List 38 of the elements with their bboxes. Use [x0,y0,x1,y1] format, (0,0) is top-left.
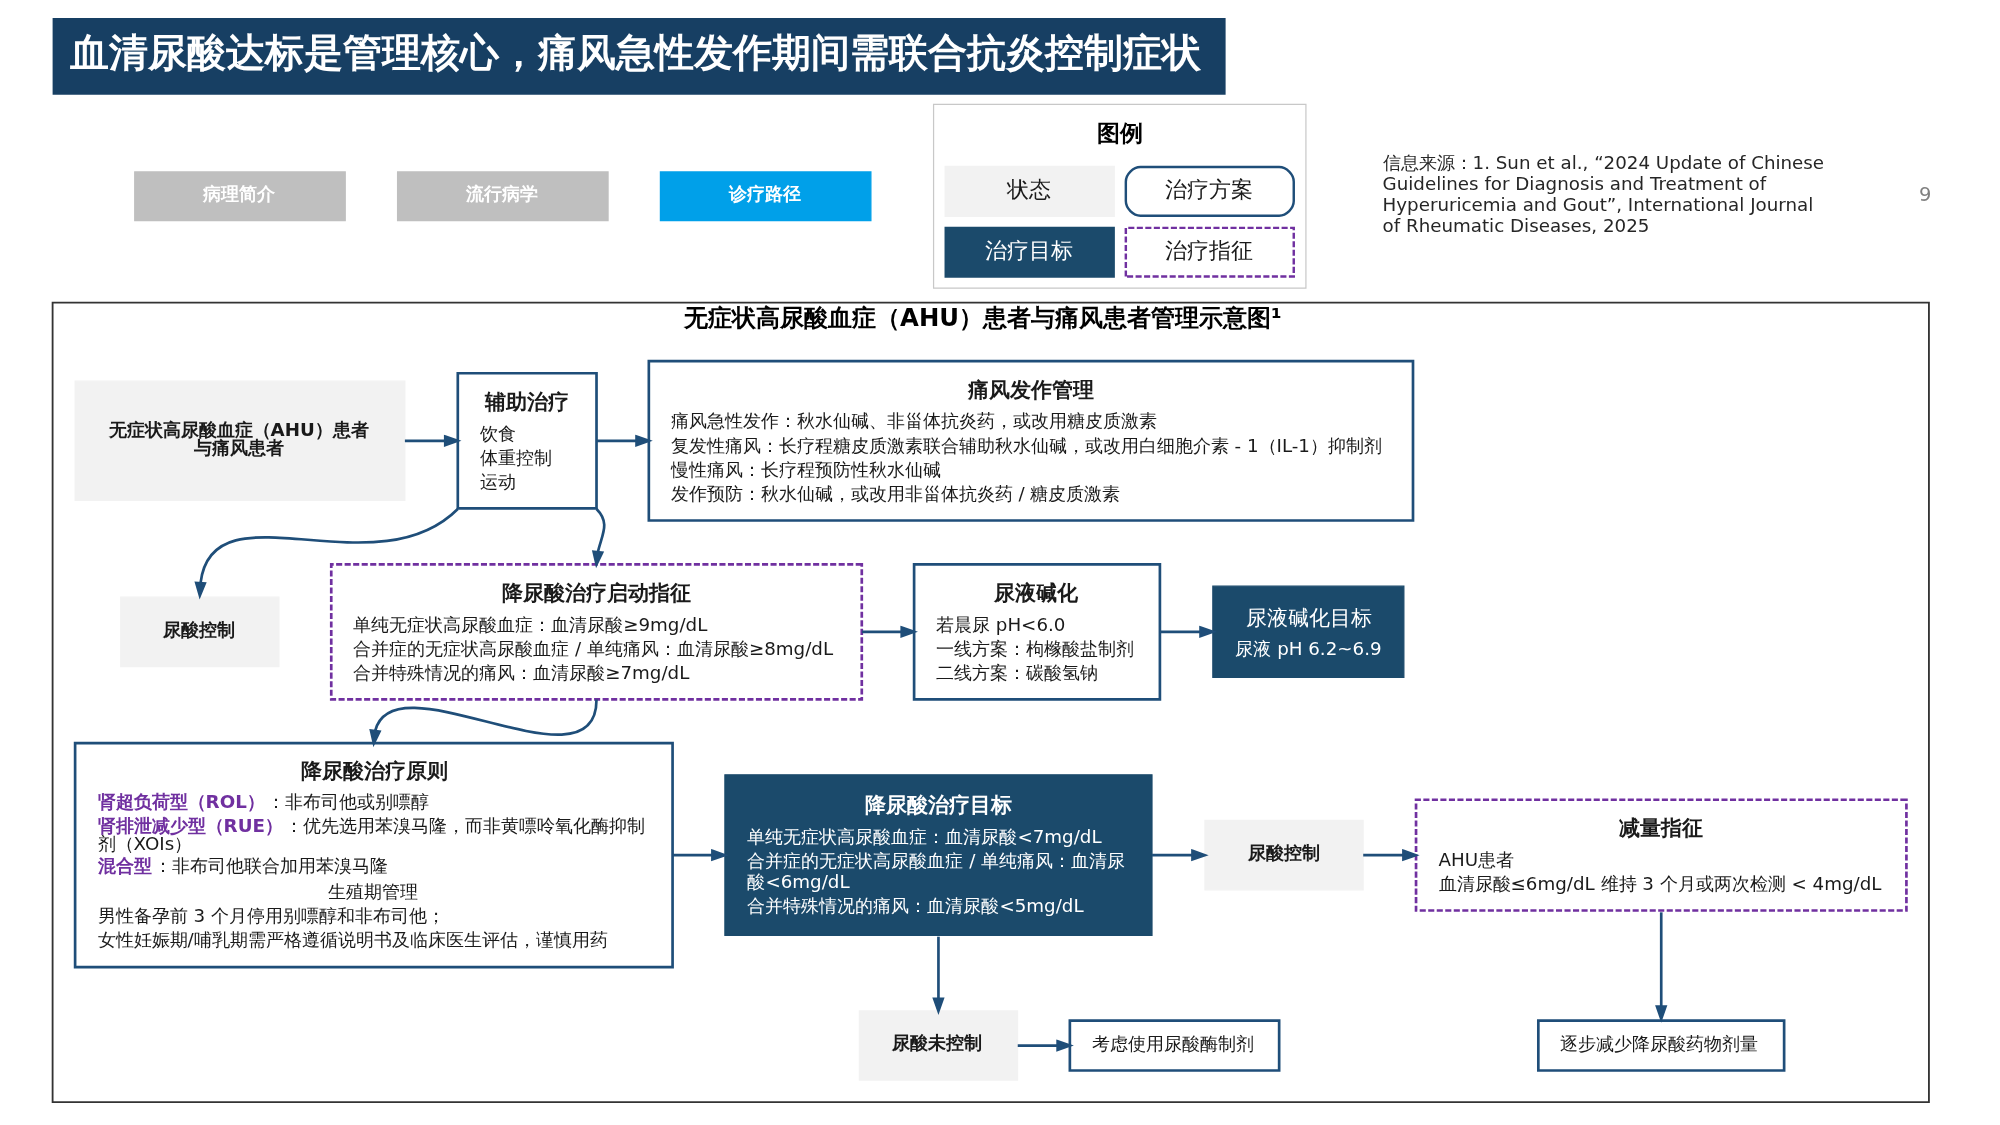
arrow [931,936,945,1015]
label: 9 [1918,182,1931,206]
node-box: 流行病学 [396,171,609,222]
label: 图例 [1096,119,1143,146]
arrow [591,508,605,569]
node-box: 尿酸未控制 [858,1010,1018,1081]
node-box: 尿酸控制 [119,596,280,668]
node-box: 尿液碱化 若晨尿 pH<6.0 一线方案：枸橼酸盐制剂 二线方案：碳酸氢钠 [912,563,1161,701]
node-box: 减量指征 AHU患者 血清尿酸≤6mg/dL 维持 3 个月或两次检测 < 4mg/dL [1414,798,1908,912]
legend-label: 治疗目标 [984,237,1073,263]
legend-label: 治疗方案 [1164,176,1253,202]
node-box: 辅助治疗 饮食 体重控制 运动 [455,371,598,510]
diagram-title: 血清尿酸达标是管理核心，痛风急性发作期间需联合抗炎控制症状 [69,29,1201,75]
arrow [1151,849,1209,862]
node-box: 降尿酸治疗启动指征 单纯无症状高尿酸血症：血清尿酸≥9mg/dL 合并症的无症状高尿酸血症 / 单纯痛风：血清尿酸≥8mg/dL 合并特殊情况的痛风：血清尿酸≥7mg/dL [329,563,863,701]
arrow [404,434,461,447]
label: 信息来源：1. Sun et al., “2024 Update of Chinese Guidelines for Diagnosis and Treatment of Hyperuricemia and Gout”, International Journal of Rheumatic Diseases, 2025 [1382,152,1824,236]
arrow [193,507,459,600]
arrow [672,849,729,862]
node-box: 逐步减少降尿酸药物剂量 [1536,1019,1785,1072]
legend-label: 治疗指征 [1164,237,1253,263]
node-box: 痛风发作管理 痛风急性发作：秋水仙碱、非甾体抗炎药，或改用糖皮质激素 复发性痛风：长疗程糖皮质激素联合辅助秋水仙碱，或改用白细胞介素 - 1（IL-1）抑制剂 慢性痛风：长疗程预防性秋水仙碱 发作预防：秋水仙碱，或改用非甾体抗炎药 / 糖皮质激素 [647,359,1414,522]
node-box: 考虑使用尿酸酶制剂 [1068,1019,1280,1072]
arrow [596,434,653,447]
arrow [1654,912,1667,1023]
node-box: 无症状高尿酸血症（AHU）患者与痛风患者 [74,380,405,502]
node-box: 尿液碱化目标 尿液 pH 6.2~6.9 [1211,585,1404,679]
arrow [1362,849,1420,862]
arrow [1159,625,1217,638]
node-box: 病理简介 [133,171,346,222]
node-box: 尿酸控制 [1203,819,1364,891]
arrow [861,625,918,638]
node-box: 降尿酸治疗目标 单纯无症状高尿酸血症：血清尿酸<7mg/dL 合并症的无症状高尿酸血症 / 单纯痛风：血清尿酸<6mg/dL 合并特殊情况的痛风：血清尿酸<5mg/dL [723,774,1153,937]
arrow [368,699,598,748]
node-box: 诊疗路径 [659,171,871,222]
node-box: 降尿酸治疗原则 肾超负荷型（ROL）：非布司他或别嘌醇 肾排泄减少型（RUE）：优先选用苯溴马隆，而非黄嘌呤氧化酶抑制剂（XOIs） 混合型：非布司他联合加用苯溴马隆 生殖期管理 男性备孕前 3 个月停用别嘌醇和非布司他； 女性妊娠期/哺乳期需严格遵循说明书及临床医生评估，谨慎用药 [73,741,674,969]
legend-label: 状态 [1006,176,1051,202]
arrow [1017,1039,1074,1052]
